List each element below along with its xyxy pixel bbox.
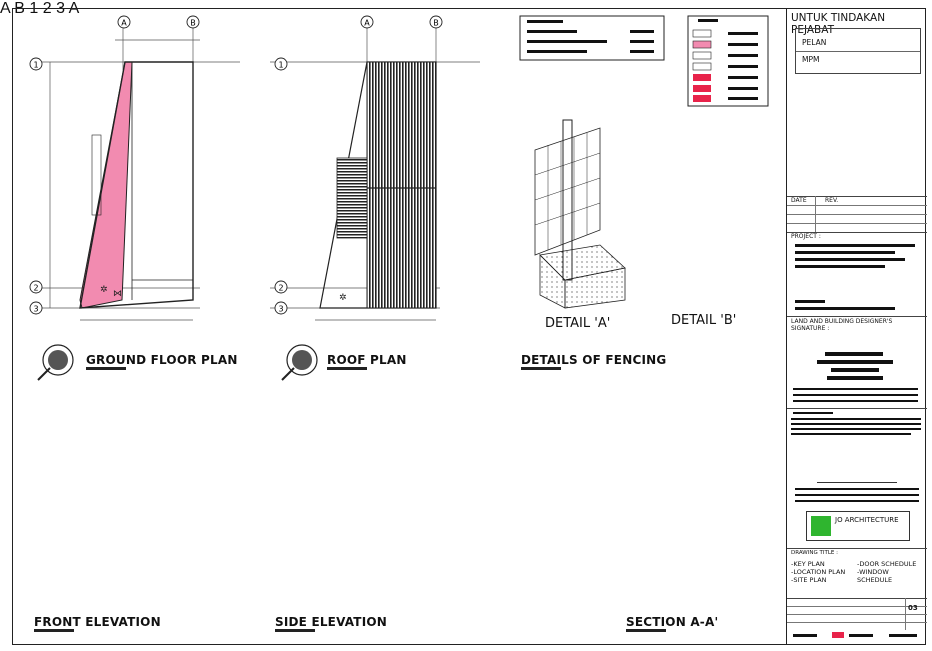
- fe-grid-a: A: [0, 0, 10, 17]
- gf-grid-2: 2: [29, 280, 43, 294]
- fence-detail-a: [534, 119, 626, 309]
- rp-grid-b: B: [429, 15, 443, 29]
- tb-mpm: MPM: [802, 55, 820, 64]
- logo-text: JO ARCHITECTURE: [835, 516, 899, 524]
- svg-text:B: B: [190, 19, 196, 28]
- north-arrow-ground: [37, 344, 74, 381]
- rp-grid-2: 2: [274, 280, 288, 294]
- title-roof-plan: ROOF PLAN: [327, 353, 407, 370]
- tb-item-site-plan: -SITE PLAN: [791, 576, 827, 584]
- symbol-legend: [687, 15, 769, 107]
- rp-grid-3: 3: [274, 301, 288, 315]
- svg-text:1: 1: [278, 61, 283, 70]
- tb-status-red-swatch: [832, 632, 844, 638]
- architect-logo: JO ARCHITECTURE: [806, 511, 910, 541]
- rp-grid-a: A: [360, 15, 374, 29]
- svg-text:A: A: [364, 19, 370, 28]
- tb-drawing-title-label: DRAWING TITLE :: [791, 550, 838, 556]
- svg-text:3: 3: [278, 305, 283, 314]
- gf-grid-a: A: [117, 15, 131, 29]
- title-ground-floor-plan: GROUND FLOOR PLAN: [86, 353, 238, 370]
- title-side-elevation: SIDE ELEVATION: [275, 615, 388, 632]
- north-arrow-roof: [281, 344, 318, 381]
- svg-text:✲: ✲: [100, 285, 108, 295]
- svg-text:2: 2: [33, 284, 38, 293]
- svg-text:B: B: [433, 19, 439, 28]
- svg-text:3: 3: [33, 305, 38, 314]
- svg-text:✲: ✲: [339, 293, 347, 303]
- drawing-canvas: ✲ ⋈ A B 1 2 3: [29, 15, 769, 381]
- tb-pelan: PELAN: [802, 38, 827, 47]
- tb-rev-label: REV.: [825, 197, 839, 204]
- title-details-of-fencing: DETAILS OF FENCING: [521, 353, 667, 370]
- ground-floor-plan: ✲ ⋈: [30, 25, 240, 321]
- detail-a-label: DETAIL 'A': [545, 316, 611, 331]
- title-section-aa: SECTION A-A': [626, 615, 719, 632]
- gf-grid-3: 3: [29, 301, 43, 315]
- rp-grid-1: 1: [274, 57, 288, 71]
- tb-designer-label: LAND AND BUILDING DESIGNER'S SIGNATURE :: [791, 318, 893, 332]
- svg-text:A: A: [121, 19, 127, 28]
- notes-legend: [519, 15, 665, 61]
- roof-plan: ✲: [270, 25, 480, 321]
- tb-project-label: PROJECT :: [791, 233, 821, 240]
- gf-grid-b: B: [186, 15, 200, 29]
- tb-office-box: PELAN MPM: [795, 28, 921, 74]
- gf-grid-1: 1: [29, 57, 43, 71]
- tb-item-door-schedule: -DOOR SCHEDULE: [857, 560, 917, 568]
- logo-mark-icon: [811, 516, 831, 536]
- svg-text:2: 2: [278, 284, 283, 293]
- tb-item-location-plan: -LOCATION PLAN: [791, 568, 846, 576]
- tb-header: UNTUK TINDAKAN PEJABAT: [791, 12, 886, 36]
- sheet-border: [12, 8, 926, 645]
- tb-drawing-number: 03: [908, 604, 918, 612]
- tb-item-window-schedule: -WINDOW SCHEDULE: [857, 568, 893, 584]
- title-front-elevation: FRONT ELEVATION: [34, 615, 161, 632]
- svg-text:1: 1: [33, 61, 38, 70]
- svg-text:⋈: ⋈: [113, 289, 122, 299]
- detail-b-label: DETAIL 'B': [671, 313, 737, 328]
- tb-date-label: DATE: [791, 197, 807, 204]
- title-block: UNTUK TINDAKAN PEJABAT PELAN MPM DATE RE…: [786, 8, 927, 645]
- tb-item-key-plan: -KEY PLAN: [791, 560, 825, 568]
